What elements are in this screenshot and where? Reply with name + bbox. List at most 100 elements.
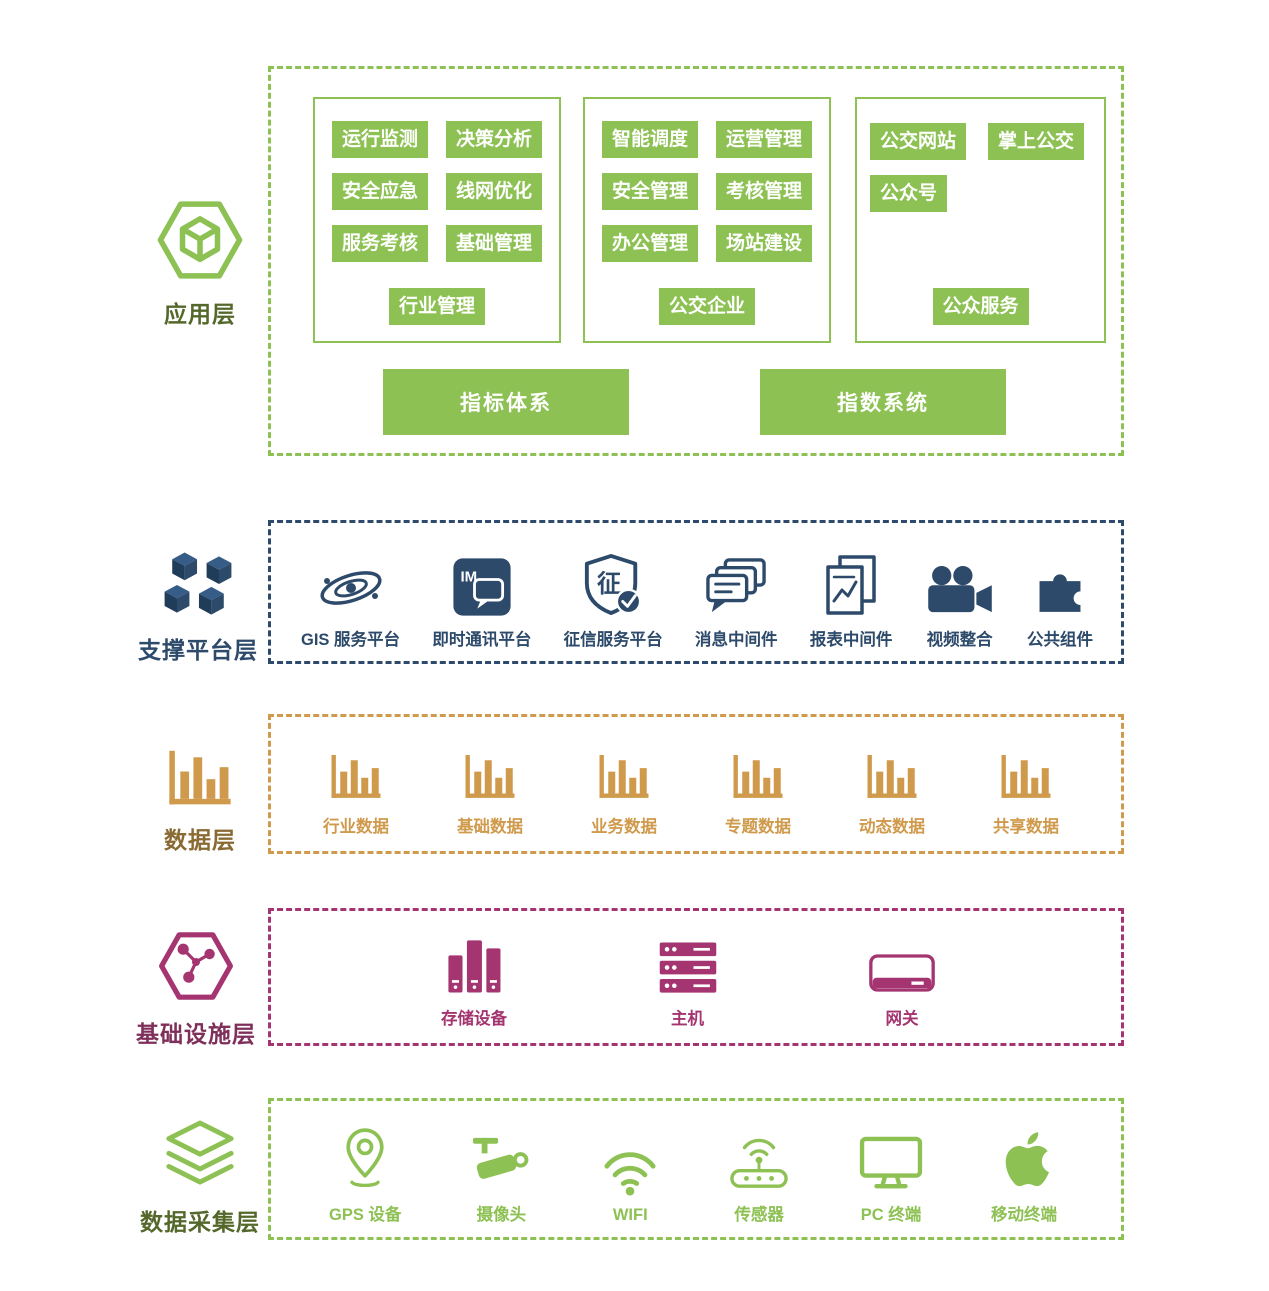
message-stack-icon [706,558,767,613]
bar-chart-icon [462,748,518,804]
cctv-camera-icon [473,1137,529,1179]
industry-management-group: 运行监测 决策分析 安全应急 线网优化 服务考核 基础管理 行业管理 [313,97,561,343]
data-item: 基础数据 [457,748,523,837]
data-item: 业务数据 [591,748,657,837]
data-item: 共享数据 [993,748,1059,837]
data-item-label: 基础数据 [457,818,523,836]
application-layer-panel: 运行监测 决策分析 安全应急 线网优化 服务考核 基础管理 行业管理 智能调度 … [268,66,1124,456]
gps-pin-icon [346,1128,384,1188]
support-item-im: IM 即时通讯平台 [432,557,531,650]
data-item: 行业数据 [323,748,389,837]
credit-icon-text: 征 [597,570,621,598]
infrastructure-items: 存储设备 主机 [271,911,1121,1043]
data-item-label: 共享数据 [993,818,1059,836]
collect-item-label: 传感器 [734,1206,784,1224]
infra-item-host: 主机 [657,940,719,1029]
data-item-label: 业务数据 [591,818,657,836]
indicator-system-bar: 指标体系 [383,369,629,435]
layer-label-infrastructure: 基础设施层 [136,1021,256,1047]
stacked-layers-icon [166,1120,234,1185]
collect-item-gps: GPS 设备 [329,1126,401,1225]
hexagon-cube-icon [157,201,243,279]
collect-item-label: 摄像头 [476,1206,527,1224]
support-item-report: 报表中间件 [810,555,892,650]
collect-item-wifi: WIFI [601,1145,659,1225]
collect-item-label: PC 终端 [860,1206,922,1224]
layer-badge-infrastructure: 基础设施层 [108,926,284,1049]
app-chip: 服务考核 [331,225,428,262]
bar-chart-icon [864,748,920,804]
bar-chart-icon [998,748,1054,804]
layer-label-support: 支撑平台层 [138,637,258,663]
collect-item-label: 移动终端 [990,1206,1057,1224]
bar-chart-icon [328,748,384,804]
data-layer-panel: 行业数据 基础数据 业务数据 专题数据 动态数据 共享数据 [268,714,1124,854]
support-item-label: 消息中间件 [695,631,778,649]
app-chip: 公众号 [870,175,948,212]
data-items: 行业数据 基础数据 业务数据 专题数据 动态数据 共享数据 [271,717,1121,851]
infra-item-label: 主机 [671,1010,704,1028]
puzzle-icon [1039,574,1081,612]
index-system-bar: 指数系统 [760,369,1006,435]
app-chip: 考核管理 [716,173,813,210]
infrastructure-layer-panel: 存储设备 主机 [268,908,1124,1046]
gateway-icon [869,954,935,992]
bar-chart-icon [165,742,235,812]
im-icon-text: IM [460,568,477,585]
layer-label-collection: 数据采集层 [140,1209,260,1235]
app-chip: 办公管理 [601,225,698,262]
collection-items: GPS 设备 摄像头 [271,1101,1121,1237]
support-item-video: 视频整合 [925,565,995,650]
support-item-label: 视频整合 [926,631,993,649]
app-chip: 运营管理 [716,121,813,158]
app-chip: 基础管理 [446,225,543,262]
infra-item-gateway: 网关 [868,950,936,1029]
app-chip: 运行监测 [331,121,428,158]
apple-icon [1005,1132,1049,1187]
im-chat-icon: IM [453,558,511,616]
layer-badge-data: 数据层 [112,742,288,855]
layer-badge-application: 应用层 [112,194,288,329]
app-chip: 安全管理 [601,173,698,210]
infra-item-label: 存储设备 [441,1010,507,1028]
support-item-label: GIS 服务平台 [301,631,401,649]
support-item-credit: 征 征信服务平台 [564,553,663,650]
data-item: 动态数据 [859,748,925,837]
support-item-label: 即时通讯平台 [432,631,532,649]
layer-label-application: 应用层 [164,301,236,327]
app-chip: 场站建设 [716,225,813,262]
sensor-icon [730,1138,788,1188]
app-chip: 智能调度 [601,121,698,158]
collect-item-camera: 摄像头 [469,1136,533,1225]
app-chip: 决策分析 [446,121,543,158]
collect-item-sensor: 传感器 [727,1134,791,1225]
app-chip: 安全应急 [331,173,428,210]
hexagon-network-icon [159,932,233,1000]
collect-item-label: WIFI [612,1206,648,1224]
app-group-footer: 公交企业 [658,288,756,325]
collect-item-label: GPS 设备 [329,1206,402,1224]
chip-grid: 运行监测 决策分析 安全应急 线网优化 服务考核 基础管理 [315,99,559,284]
layer-label-data: 数据层 [164,827,236,853]
infra-item-label: 网关 [885,1010,919,1028]
storage-towers-icon [448,940,501,993]
bar-chart-icon [596,748,652,804]
app-chip: 线网优化 [446,173,543,210]
credit-shield-icon: 征 [585,554,642,616]
data-item-label: 动态数据 [859,818,925,836]
support-platform-panel: GIS 服务平台 IM 即时通讯平台 征 征信服务平台 [268,520,1124,664]
server-rack-icon [659,942,716,993]
support-item-label: 公共组件 [1026,631,1093,649]
layer-badge-collection: 数据采集层 [112,1116,288,1237]
bar-chart-icon [730,748,786,804]
data-item: 专题数据 [725,748,791,837]
support-item-message: 消息中间件 [695,557,778,650]
video-camera-icon [927,565,992,613]
chip-grid: 智能调度 运营管理 安全管理 考核管理 办公管理 场站建设 [585,99,829,284]
collect-item-pc: PC 终端 [859,1136,923,1225]
wifi-icon [604,1152,656,1196]
public-service-group: 公交网站 掌上公交 公众号 公众服务 [855,97,1106,343]
chip-grid: 公交网站 掌上公交 公众号 [857,99,1104,236]
support-item-label: 征信服务平台 [563,631,663,649]
